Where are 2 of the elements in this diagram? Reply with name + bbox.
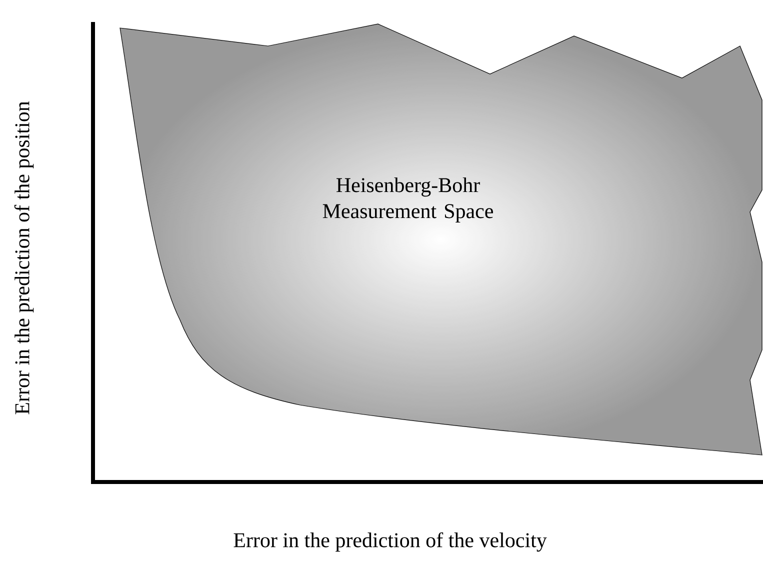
axis-label: Error in the prediction of the velocity: [234, 532, 547, 552]
axis-label: Error in the prediction of the position: [14, 101, 34, 414]
